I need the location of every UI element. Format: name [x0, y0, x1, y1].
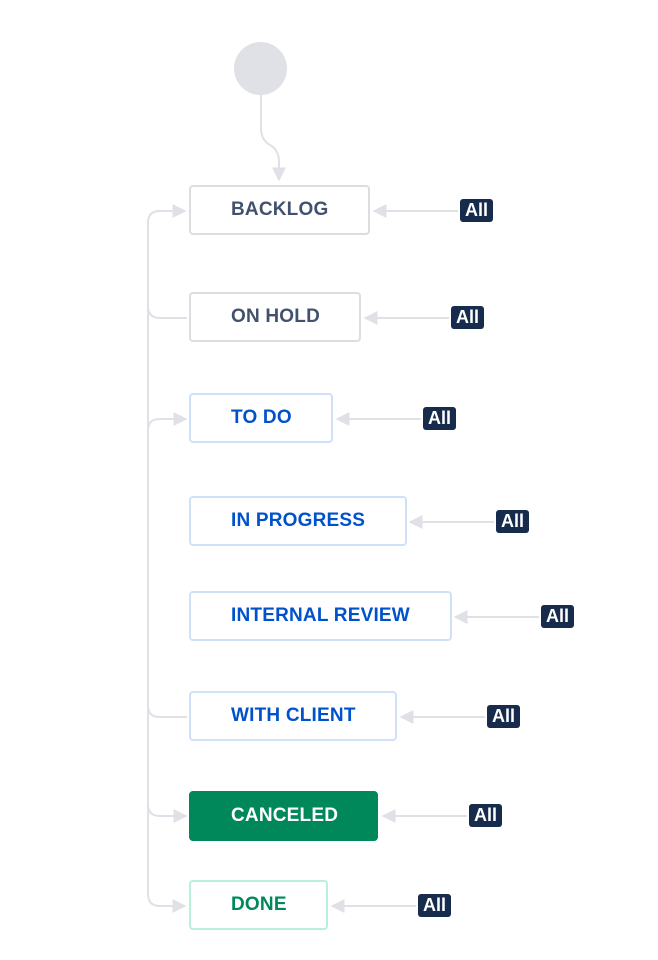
transition-badge-in-progress[interactable]: All — [496, 510, 530, 533]
status-on-hold[interactable]: ON HOLD — [189, 292, 361, 342]
status-with-client[interactable]: WITH CLIENT — [189, 691, 397, 741]
status-label: CANCELED — [231, 805, 339, 826]
status-label: TO DO — [231, 407, 292, 428]
status-in-progress[interactable]: IN PROGRESS — [189, 496, 407, 546]
initial-transition-line — [260, 95, 286, 182]
loop-branch-todo — [147, 412, 188, 431]
status-to-do[interactable]: TO DO — [189, 393, 333, 443]
status-label: IN PROGRESS — [231, 510, 366, 531]
status-done[interactable]: DONE — [189, 880, 328, 930]
status-label: DONE — [231, 894, 287, 915]
transition-badge-done[interactable]: All — [418, 894, 452, 917]
transition-badge-with-client[interactable]: All — [487, 705, 521, 728]
loop-branch-client — [147, 705, 187, 718]
status-label: BACKLOG — [231, 199, 329, 220]
transition-badge-on-hold[interactable]: All — [451, 306, 485, 329]
loop-vertical-line — [147, 210, 161, 907]
transition-badge-to-do[interactable]: All — [423, 407, 457, 430]
status-internal-review[interactable]: INTERNAL REVIEW — [189, 591, 452, 641]
status-backlog[interactable]: BACKLOG — [189, 185, 370, 235]
loop-branch-canceled — [147, 803, 188, 823]
start-node[interactable] — [234, 42, 287, 95]
transition-badge-canceled[interactable]: All — [469, 804, 503, 827]
transition-badge-internal-review[interactable]: All — [541, 605, 575, 628]
status-label: WITH CLIENT — [231, 705, 356, 726]
status-canceled[interactable]: CANCELED — [189, 791, 378, 841]
status-label: INTERNAL REVIEW — [231, 605, 410, 626]
status-label: ON HOLD — [231, 306, 321, 327]
transition-badge-backlog[interactable]: All — [460, 199, 494, 222]
loop-branch-onhold — [147, 305, 187, 319]
